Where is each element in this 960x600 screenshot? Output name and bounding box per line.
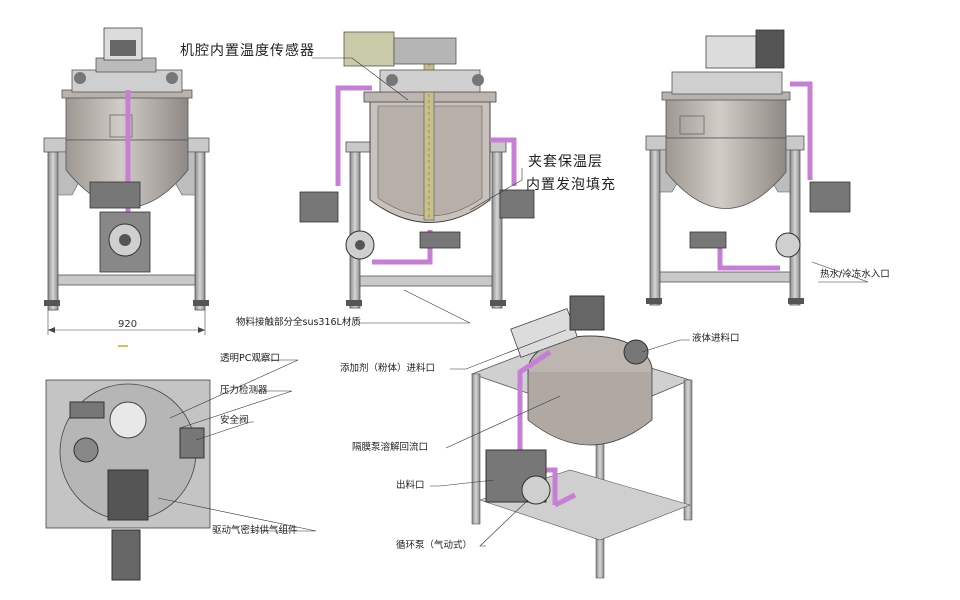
top-view [45,379,211,581]
hot-cold-water-label: 热水/冷冻水入口 [820,269,890,280]
seal-gas-label: 驱动气密封供气组件 [212,525,298,536]
outlet-label: 出料口 [396,480,425,491]
front-view [43,27,210,347]
section-view [299,31,535,309]
pc-window-label: 透明PC观察口 [220,353,280,364]
dimension-920-label: 920 [118,319,138,330]
additive-inlet-label: 添加剂（粉体）进料口 [340,363,436,374]
circulation-pump-label: 循环泵（气动式） [396,540,473,551]
sensor-label: 机腔内置温度传感器 [180,43,315,59]
jacket-label-line2: 内置发泡填充 [526,177,616,193]
leader-lines [157,57,869,547]
material-316l-label: 物料接触部分全sus316L材质 [236,317,361,328]
isometric-view [470,295,693,579]
pressure-label: 压力检测器 [220,385,268,396]
liquid-inlet-label: 液体进料口 [692,333,740,344]
diaphragm-return-label: 隔膜泵溶解回流口 [352,442,429,453]
safety-valve-label: 安全阀 [220,415,249,426]
jacket-label-line1: 夹套保温层 [528,154,603,170]
side-view [645,29,851,306]
